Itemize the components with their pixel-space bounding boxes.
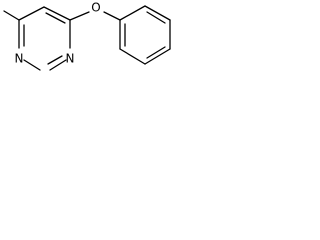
- pyrimidine-inner-bond-n3-c2: [47, 55, 63, 65]
- phenyl-bond-3: [144, 48, 171, 65]
- atom-label-n-left: N: [15, 52, 24, 66]
- pyrimidine-bond-c2-n1: [23, 59, 41, 71]
- atom-label-oxygen: O: [91, 1, 100, 15]
- phenyl-bond-5: [144, 5, 171, 21]
- atom-label-n-bottom: N: [66, 52, 75, 66]
- phenyl-bond-2: [119, 48, 146, 65]
- phenyl-bond-6: [119, 5, 146, 21]
- molecule-drawing: N N O: [3, 1, 171, 71]
- pyrimidine-bond-c6-c5: [18, 6, 45, 21]
- pyrimidine-inner-bond-c5-c4: [45, 12, 66, 24]
- ether-bond-oxygen-to-phenyl: [103, 11, 121, 21]
- phenyl-inner-bond-c: [146, 46, 166, 59]
- phenyl-inner-bond-b: [146, 11, 166, 24]
- methyl-bond: [3, 10, 20, 21]
- pyrimidine-bond-c5-c4: [43, 6, 71, 21]
- ether-bond-ring-to-oxygen: [69, 11, 90, 21]
- pyrimidine-bond-n3-c2: [49, 59, 67, 71]
- chemical-structure-diagram: N N O: [0, 0, 250, 94]
